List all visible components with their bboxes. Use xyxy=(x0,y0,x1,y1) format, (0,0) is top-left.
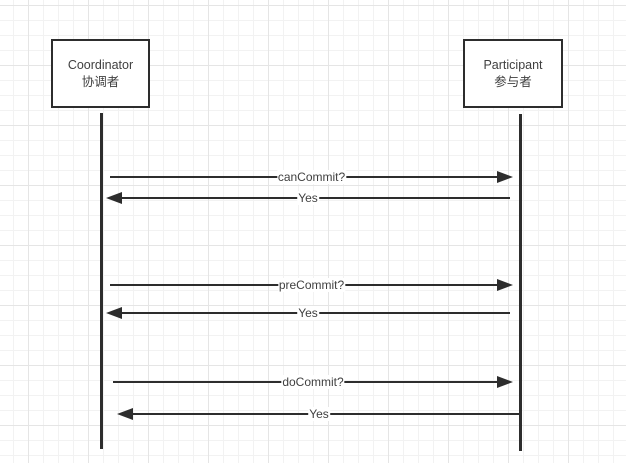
lifeline-participant xyxy=(519,114,522,451)
message-label: Yes xyxy=(297,306,319,320)
message-label: doCommit? xyxy=(281,375,345,389)
message-cancommit: canCommit? xyxy=(110,167,513,187)
arrowhead-right-icon xyxy=(497,376,513,388)
actor-box-coordinator: Coordinator 协调者 xyxy=(51,39,150,108)
arrowhead-left-icon xyxy=(106,192,122,204)
message-docommit: doCommit? xyxy=(113,372,513,392)
message-precommit-reply: Yes xyxy=(106,303,510,323)
message-label: Yes xyxy=(308,407,330,421)
actor-participant-name-zh: 参与者 xyxy=(494,74,532,89)
actor-coordinator-name-zh: 协调者 xyxy=(81,74,120,89)
message-label: Yes xyxy=(297,191,319,205)
message-docommit-reply: Yes xyxy=(117,404,521,424)
actor-participant-name-en: Participant xyxy=(483,57,543,72)
arrowhead-right-icon xyxy=(497,279,513,291)
message-precommit: preCommit? xyxy=(110,275,513,295)
message-label: preCommit? xyxy=(277,278,346,292)
arrowhead-left-icon xyxy=(117,408,133,420)
actor-box-participant: Participant 参与者 xyxy=(463,39,563,108)
actor-coordinator-name-en: Coordinator xyxy=(67,57,134,72)
message-label: canCommit? xyxy=(276,170,347,184)
lifeline-coordinator xyxy=(100,113,103,449)
message-cancommit-reply: Yes xyxy=(106,188,510,208)
arrowhead-right-icon xyxy=(497,171,513,183)
arrowhead-left-icon xyxy=(106,307,122,319)
